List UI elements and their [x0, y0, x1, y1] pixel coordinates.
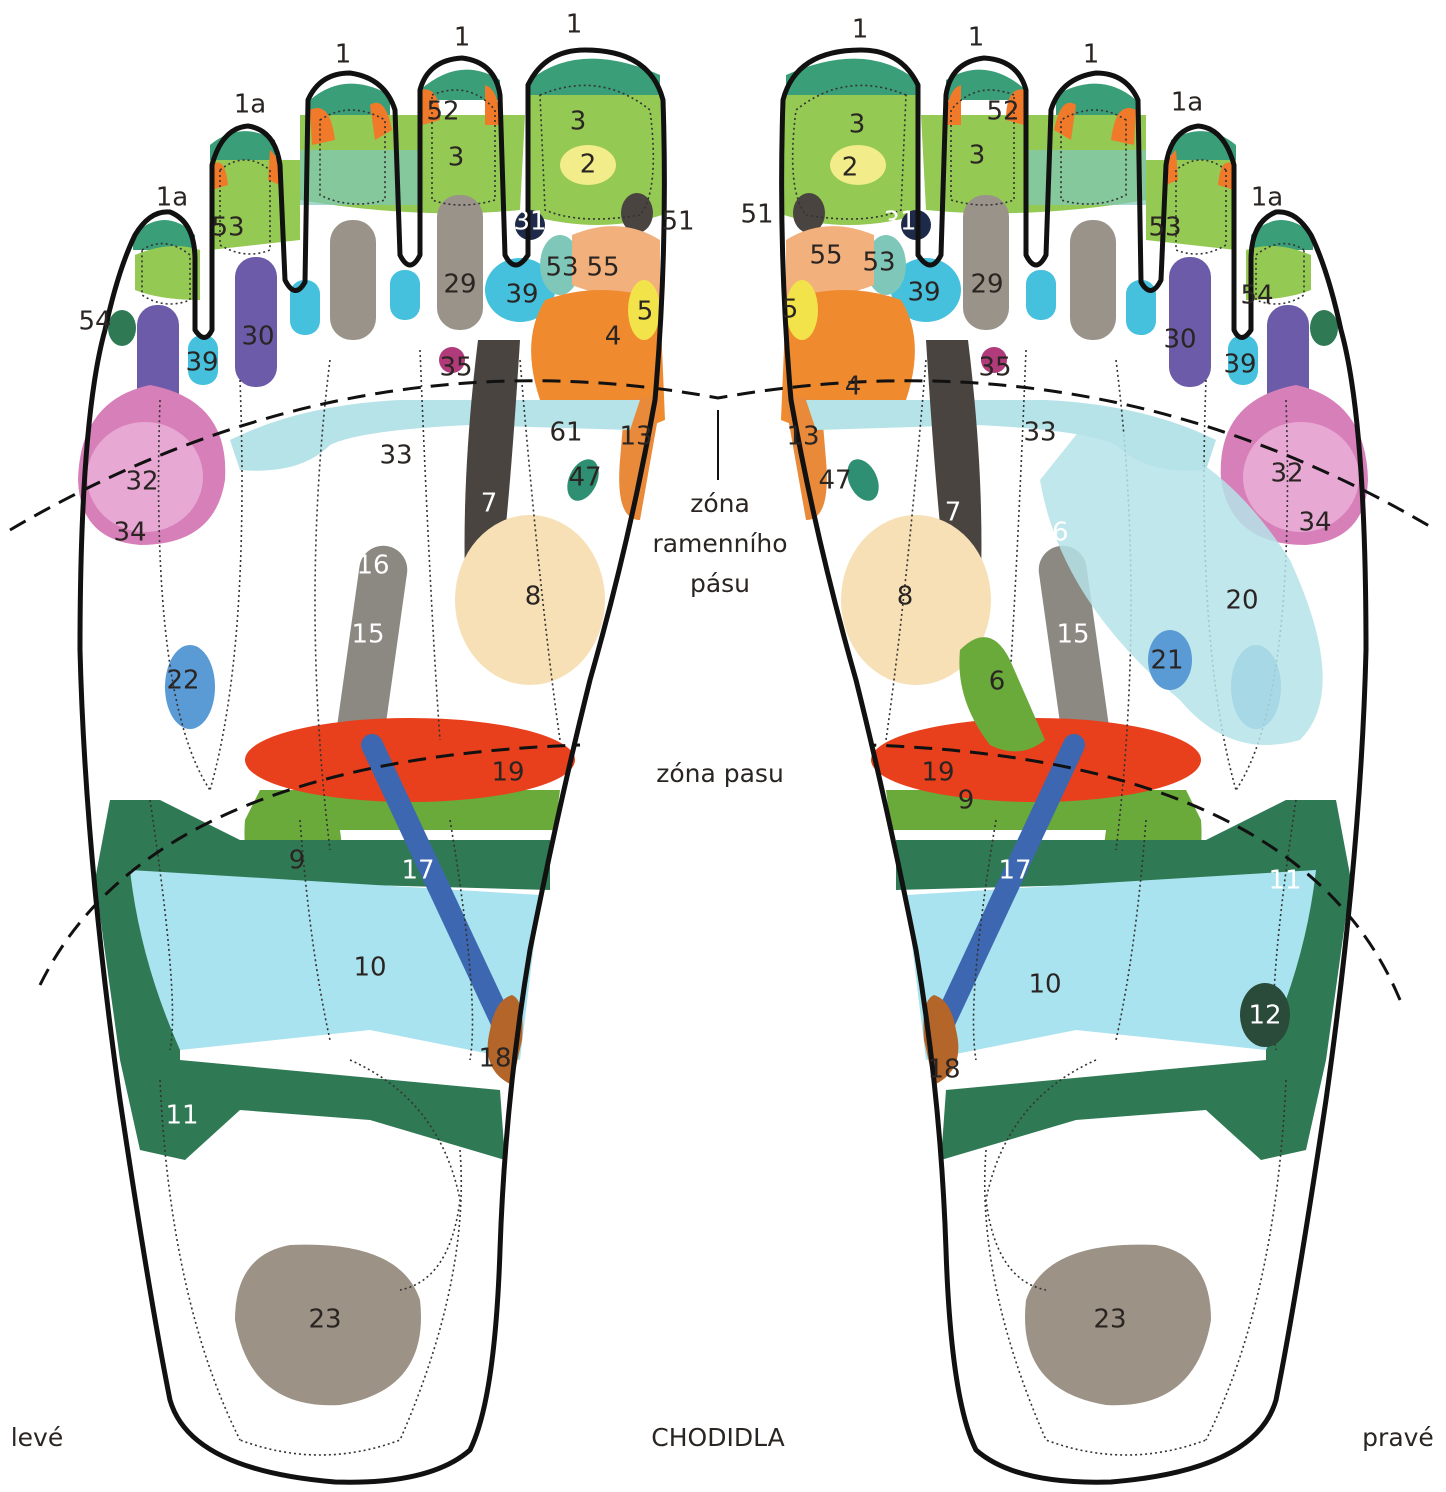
zone-label-39: 39: [907, 278, 940, 308]
shoulder-zone-label-2: ramenního: [652, 529, 787, 558]
zone-label-23: 23: [1093, 1305, 1126, 1335]
zone-label-7: 7: [945, 498, 962, 528]
waist-zone-line-right: [869, 743, 1402, 1001]
zone-label-8: 8: [897, 582, 914, 612]
zone-label-52: 52: [426, 97, 459, 127]
zone-label-33: 33: [1023, 418, 1056, 448]
zone-label-1: 1: [566, 10, 583, 40]
zone-label-35: 35: [978, 353, 1011, 383]
zone-label-54: 54: [78, 307, 111, 337]
zone-label-3: 3: [570, 107, 587, 137]
zone-label-12: 12: [1248, 1001, 1281, 1031]
zone-label-51: 51: [740, 200, 773, 230]
zone-label-30: 30: [1163, 325, 1196, 355]
zone-label-29: 29: [970, 270, 1003, 300]
zone-label-53: 53: [545, 253, 578, 283]
zone-label-23: 23: [308, 1305, 341, 1335]
zone-label-13: 13: [786, 422, 819, 452]
zone-label-10: 10: [353, 953, 386, 983]
zone-label-2: 2: [580, 150, 597, 180]
zone-label-1: 1: [852, 15, 869, 45]
zone-label-1: 1: [968, 23, 985, 53]
left-caption: levé: [11, 1423, 64, 1452]
zone-20: [1040, 429, 1323, 745]
zone-label-29: 29: [443, 270, 476, 300]
zone-label-55: 55: [586, 253, 619, 283]
zone-label-15: 15: [1056, 620, 1089, 650]
zone-label-4: 4: [605, 322, 622, 352]
zone-6: [959, 637, 1045, 752]
zone-label-9: 9: [958, 786, 975, 816]
diagram-title: CHODIDLA: [651, 1423, 784, 1452]
zone-label-39: 39: [1223, 350, 1256, 380]
zone-label-6: 6: [989, 667, 1006, 697]
zone-label-5: 5: [782, 295, 799, 325]
zone-label-32: 32: [1270, 459, 1303, 489]
zone-label-11: 11: [1268, 866, 1301, 896]
zone-label-33: 33: [379, 441, 412, 471]
zone-label-22: 22: [166, 666, 199, 696]
zone-label-34: 34: [1298, 508, 1331, 538]
zone-label-32: 32: [125, 467, 158, 497]
zone-label-1: 1: [335, 40, 352, 70]
zone-label-53: 53: [862, 248, 895, 278]
shoulder-zone-label-3: pásu: [690, 569, 750, 598]
zone-label-11: 11: [165, 1101, 198, 1131]
zone-label-55: 55: [809, 241, 842, 271]
zone-label-47: 47: [818, 466, 851, 496]
zone-label-18: 18: [478, 1044, 511, 1074]
zone-label-1a: 1a: [234, 90, 266, 120]
zone-label-17: 17: [998, 856, 1031, 886]
zone-label-1a: 1a: [156, 183, 188, 213]
zone-label-3: 3: [969, 141, 986, 171]
zone-label-4: 4: [845, 372, 862, 402]
waist-zone-label: zóna pasu: [656, 759, 784, 788]
zone-label-17: 17: [401, 856, 434, 886]
zone-label-39: 39: [505, 280, 538, 310]
zone-12: [1240, 983, 1290, 1047]
right-foot-specific-zones: [959, 429, 1323, 1047]
zone-label-53: 53: [1148, 213, 1181, 243]
zone-label-39: 39: [185, 348, 218, 378]
zone-label-5: 5: [637, 297, 654, 327]
zone-label-31: 31: [513, 207, 546, 237]
zone-label-47: 47: [568, 463, 601, 493]
zone-label-7: 7: [481, 489, 498, 519]
zone-label-2: 2: [842, 153, 859, 183]
zone-label-13: 13: [619, 422, 652, 452]
zone-21: [1148, 630, 1192, 690]
zone-label-15: 15: [351, 620, 384, 650]
zone-label-1a: 1a: [1251, 183, 1283, 213]
zone-label-3: 3: [448, 143, 465, 173]
zone-label-1a: 1a: [1171, 88, 1203, 118]
zone-label-53: 53: [211, 213, 244, 243]
zone-label-35: 35: [439, 353, 472, 383]
zone-label-1: 1: [1083, 40, 1100, 70]
zone-label-61: 61: [549, 418, 582, 448]
zone-label-21: 21: [1150, 646, 1183, 676]
zone-label-31: 31: [883, 207, 916, 237]
zone-label-1: 1: [454, 23, 471, 53]
waist-zone-line-left: [38, 743, 581, 986]
zone-label-19: 19: [491, 758, 524, 788]
zone-label-16: 16: [356, 551, 389, 581]
zone-label-30: 30: [241, 322, 274, 352]
right-caption: pravé: [1362, 1423, 1434, 1452]
shoulder-zone-label-1: zóna: [690, 489, 750, 518]
shoulder-zone-line: [9, 379, 1437, 532]
zone-label-51: 51: [661, 207, 694, 237]
zone-label-18: 18: [927, 1055, 960, 1085]
zone-label-52: 52: [986, 97, 1019, 127]
zone-label-9: 9: [289, 846, 306, 876]
zone-label-34: 34: [113, 518, 146, 548]
zone-label-20: 20: [1225, 586, 1258, 616]
zone-label-16: 16: [1035, 518, 1068, 548]
zone-label-10: 10: [1028, 970, 1061, 1000]
zone-label-54: 54: [1240, 281, 1273, 311]
zone-label-3: 3: [849, 110, 866, 140]
zone-label-19: 19: [921, 758, 954, 788]
zone-label-8: 8: [525, 582, 542, 612]
